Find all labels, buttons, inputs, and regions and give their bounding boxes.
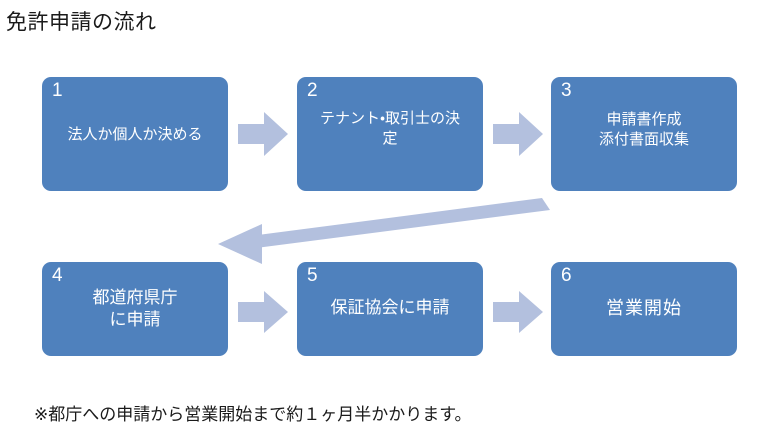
step-number-1: 1 — [52, 80, 63, 101]
step-label-3: 申請書作成 添付書面収集 — [598, 111, 689, 148]
arrow-right-icon-step1-to-step2 — [238, 112, 288, 156]
arrow-right-icon-step5-to-step6 — [493, 291, 543, 333]
arrow-right-icon-step2-to-step3 — [493, 112, 543, 156]
flow-step-1[interactable]: 1 法人か個人か決める — [42, 77, 228, 191]
flow-step-3[interactable]: 3 申請書作成 添付書面収集 — [551, 77, 737, 191]
step-number-6: 6 — [561, 265, 572, 286]
flow-step-2[interactable]: 2 テナント・取引士の決 定 — [297, 77, 483, 191]
step-label-5: 保証協会に申請 — [330, 298, 450, 317]
step-label-6: 営業開始 — [606, 298, 682, 318]
flow-step-4[interactable]: 4 都道府県庁 に申請 — [42, 262, 228, 356]
step-label-4: 都道府県庁 に申請 — [92, 288, 178, 330]
step-number-2: 2 — [307, 80, 318, 101]
step-number-3: 3 — [561, 80, 572, 101]
flow-step-6[interactable]: 6 営業開始 — [551, 262, 737, 356]
footer-note: ※都庁への申請から営業開始まで約１ヶ月半かかります。 — [34, 405, 472, 424]
step-label-1: 法人か個人か決める — [67, 126, 203, 143]
step-number-4: 4 — [52, 265, 63, 286]
flow-step-5[interactable]: 5 保証協会に申請 — [297, 262, 483, 356]
arrow-diagonal-left-icon-step3-to-step4 — [218, 198, 550, 264]
step-number-5: 5 — [307, 265, 318, 286]
page-title: 免許申請の流れ — [6, 11, 157, 34]
arrow-right-icon-step4-to-step5 — [238, 291, 288, 333]
step-label-2: テナント・取引士の決 定 — [319, 110, 461, 147]
